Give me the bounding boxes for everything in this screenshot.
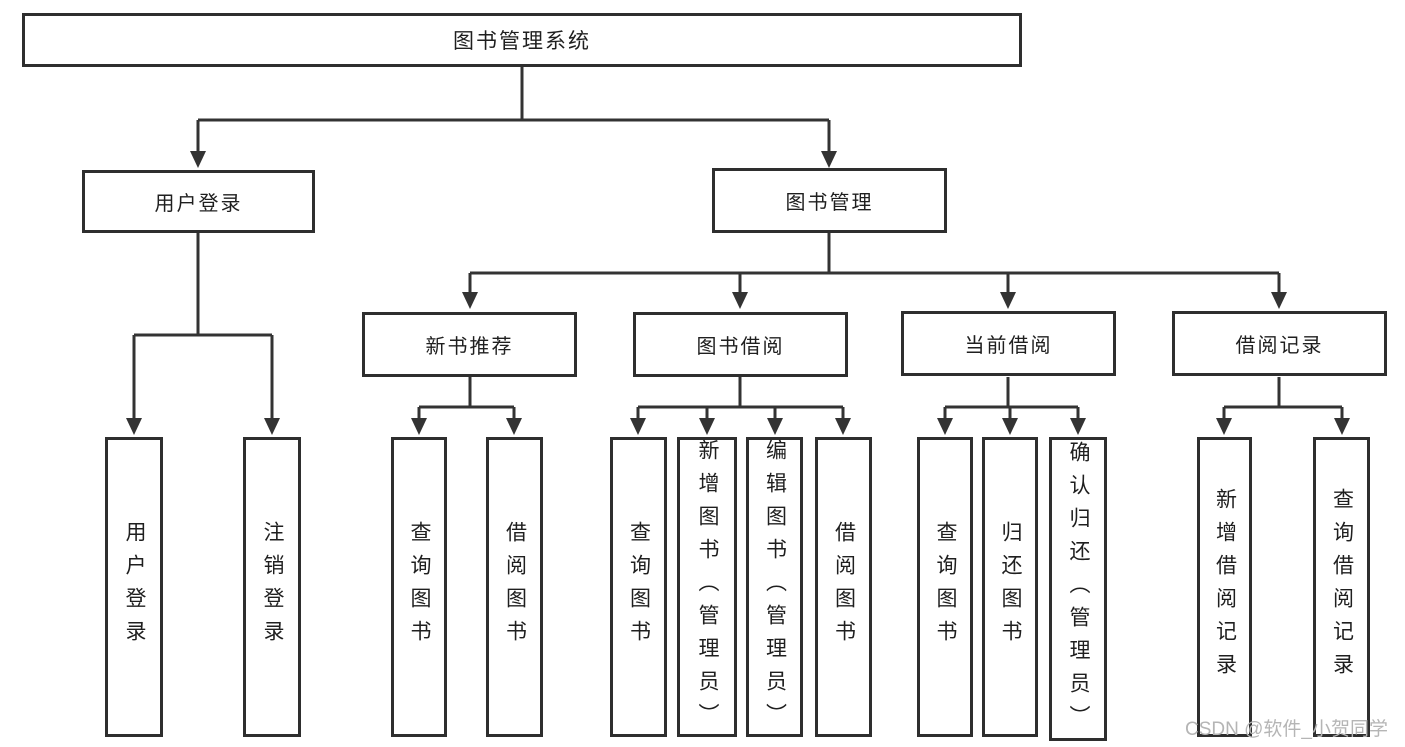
leaf-label: 查询图书 — [408, 521, 431, 653]
node-new-book-recommend-label: 新书推荐 — [425, 336, 514, 358]
node-user-login: 用户登录 — [82, 170, 315, 233]
node-current-borrow-label: 当前借阅 — [964, 335, 1053, 357]
leaf-label: 注销登录 — [261, 521, 284, 653]
arrowheads — [126, 151, 1350, 435]
leaf-label: 新增借阅记录 — [1213, 488, 1237, 686]
leaf-label: 查询图书 — [627, 521, 651, 653]
leaf-label: 借阅图书 — [503, 521, 527, 653]
leaf-borrow-book-1: 借阅图书 — [486, 437, 543, 737]
leaf-query-book-1: 查询图书 — [391, 437, 447, 737]
leaf-query-borrow-record: 查询借阅记录 — [1313, 437, 1370, 737]
node-book-borrow: 图书借阅 — [633, 312, 848, 377]
leaf-label: 确认归还（管理员） — [1067, 440, 1090, 738]
leaf-label: 用户登录 — [123, 521, 146, 653]
node-root: 图书管理系统 — [22, 13, 1022, 67]
leaf-user-login: 用户登录 — [105, 437, 163, 737]
leaf-query-book-2: 查询图书 — [610, 437, 667, 737]
leaf-label: 新增图书（管理员） — [696, 438, 719, 736]
leaf-label: 编辑图书（管理员） — [763, 438, 787, 736]
leaf-label: 借阅图书 — [832, 521, 856, 653]
leaf-logout: 注销登录 — [243, 437, 301, 737]
leaf-label: 查询图书 — [934, 521, 957, 653]
leaf-add-borrow-record: 新增借阅记录 — [1197, 437, 1252, 737]
leaf-label: 查询借阅记录 — [1330, 488, 1354, 686]
leaf-borrow-book-2: 借阅图书 — [815, 437, 872, 737]
node-book-management: 图书管理 — [712, 168, 947, 233]
node-book-management-label: 图书管理 — [785, 192, 874, 214]
node-current-borrow: 当前借阅 — [901, 311, 1116, 376]
node-borrow-record: 借阅记录 — [1172, 311, 1387, 376]
leaf-edit-book-admin: 编辑图书（管理员） — [746, 437, 803, 737]
node-new-book-recommend: 新书推荐 — [362, 312, 577, 377]
node-book-borrow-label: 图书借阅 — [696, 336, 785, 358]
leaf-add-book-admin: 新增图书（管理员） — [677, 437, 737, 737]
leaf-return-book: 归还图书 — [982, 437, 1038, 737]
leaf-query-book-3: 查询图书 — [917, 437, 973, 737]
watermark-text: CSDN @软件_小贺同学 — [1185, 719, 1388, 740]
node-root-label: 图书管理系统 — [453, 30, 591, 53]
node-borrow-record-label: 借阅记录 — [1235, 335, 1324, 357]
leaf-label: 归还图书 — [999, 521, 1022, 653]
leaf-confirm-return-admin: 确认归还（管理员） — [1049, 437, 1107, 741]
node-user-login-label: 用户登录 — [154, 193, 243, 215]
